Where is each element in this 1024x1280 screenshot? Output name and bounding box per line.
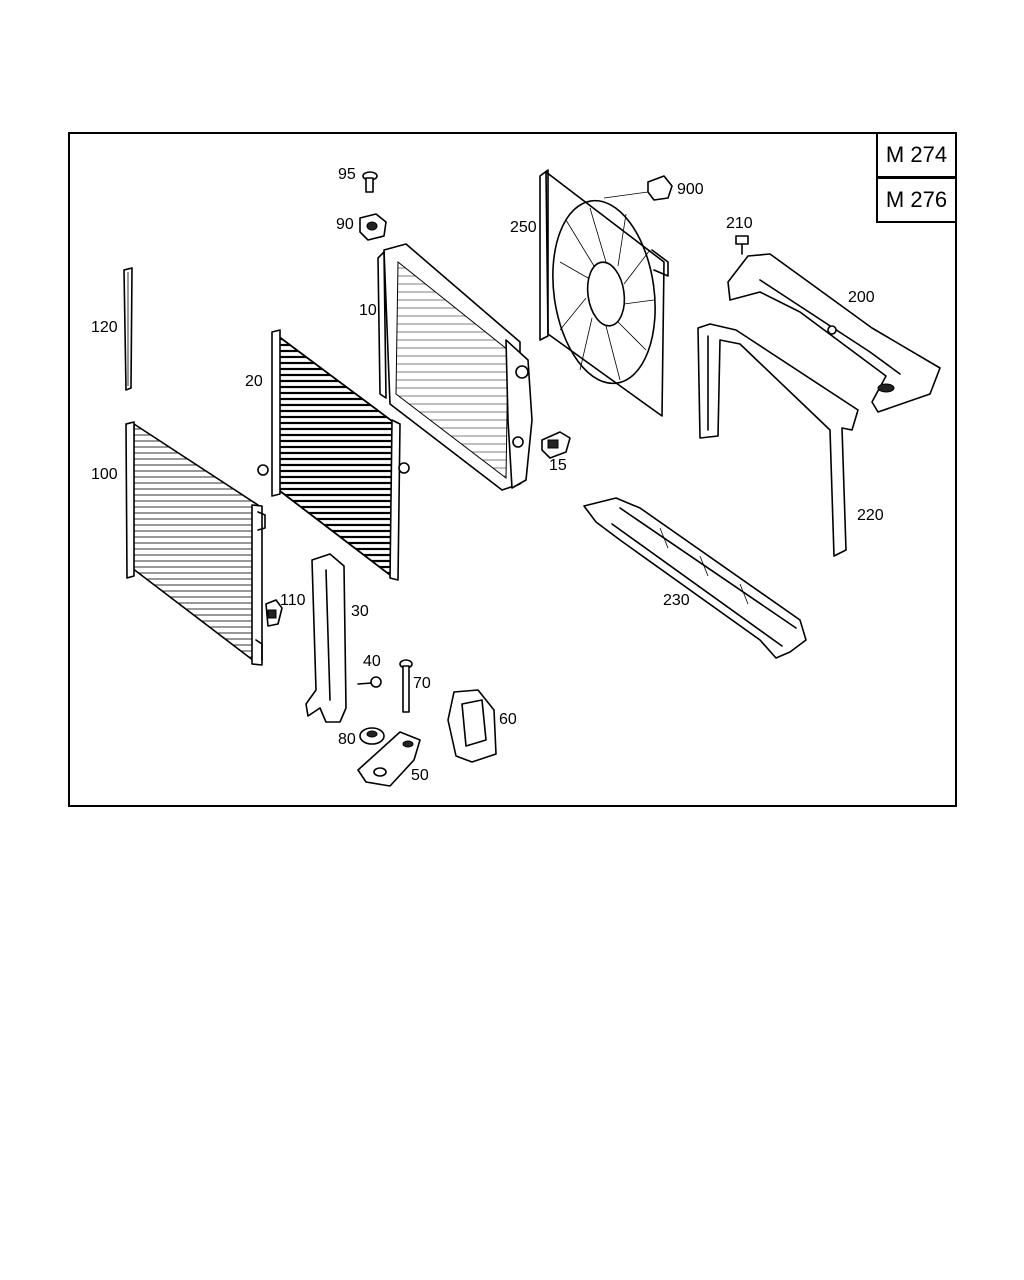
callout-100: 100 (91, 466, 118, 483)
bolt-210 (735, 235, 749, 255)
callout-210: 210 (726, 215, 753, 232)
callout-50: 50 (411, 767, 429, 784)
callout-30: 30 (351, 603, 369, 620)
radiator-10 (377, 243, 533, 491)
cross-member-200 (727, 253, 941, 413)
clip-95 (362, 171, 378, 193)
callout-10: 10 (359, 302, 377, 319)
callout-70: 70 (413, 675, 431, 692)
side-frame-220 (697, 323, 859, 557)
callout-20: 20 (245, 373, 263, 390)
bolt-70 (399, 659, 413, 713)
air-guide-230 (583, 497, 807, 659)
callout-900: 900 (677, 181, 704, 198)
callout-60: 60 (499, 711, 517, 728)
fan-shroud-250 (539, 169, 669, 417)
rubber-mount-80 (359, 727, 385, 745)
callout-250: 250 (510, 219, 537, 236)
callout-200: 200 (848, 289, 875, 306)
callout-15: 15 (549, 457, 567, 474)
callout-230: 230 (663, 592, 690, 609)
grommet-90 (359, 213, 387, 241)
condenser-100 (125, 421, 266, 666)
clip-900 (647, 175, 673, 201)
bracket-50 (357, 731, 421, 787)
callout-95: 95 (338, 166, 356, 183)
callout-90: 90 (336, 216, 354, 233)
engine-code-2: M 276 (876, 177, 957, 223)
radiator-20 (257, 329, 410, 581)
callout-40: 40 (363, 653, 381, 670)
seal-strip-120 (123, 267, 133, 391)
callout-110: 110 (280, 592, 306, 609)
callout-80: 80 (338, 731, 356, 748)
engine-code-1: M 274 (876, 132, 957, 178)
sensor-110 (265, 599, 283, 627)
bracket-30 (305, 553, 347, 723)
sensor-15 (541, 431, 571, 459)
callout-220: 220 (857, 507, 884, 524)
diagram-frame (68, 132, 957, 807)
bolt-40 (357, 676, 382, 688)
mount-60 (447, 689, 497, 763)
callout-120: 120 (91, 319, 118, 336)
